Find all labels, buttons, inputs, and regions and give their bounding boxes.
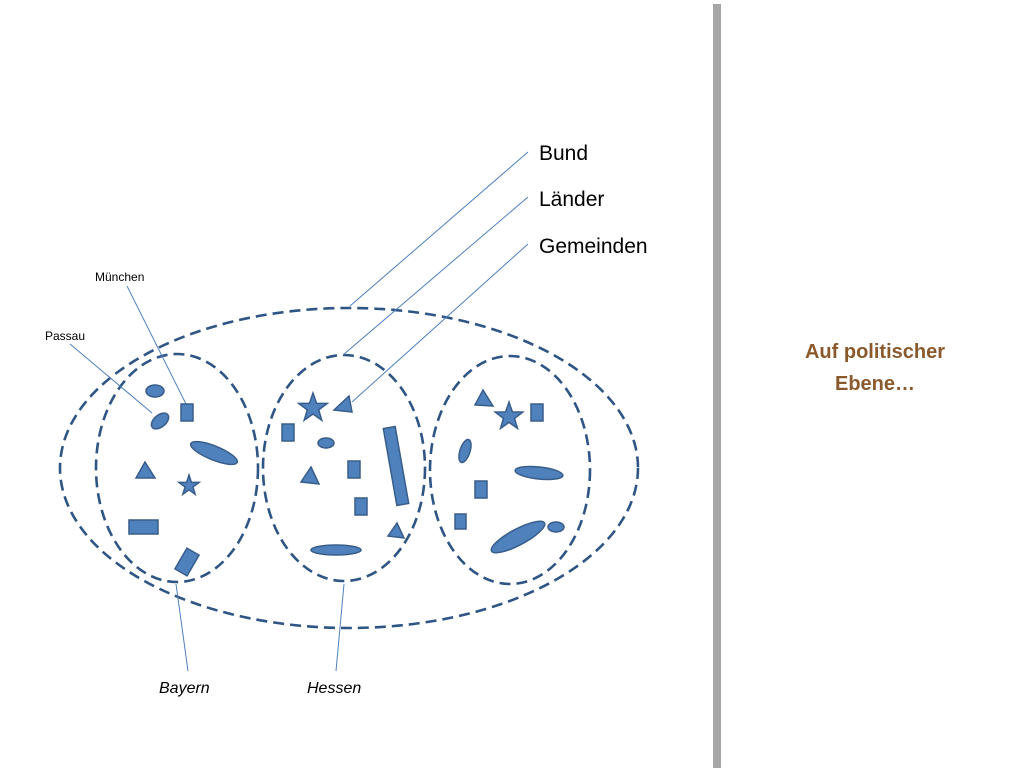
municipality-rect <box>454 513 467 530</box>
caption-line-1: Auf politischer <box>804 341 945 363</box>
municipality-star <box>493 399 525 431</box>
municipality-star <box>296 390 330 423</box>
label-bund: Bund <box>539 142 588 165</box>
municipality-triangle <box>299 465 321 485</box>
municipality-rect <box>173 547 201 577</box>
muenchen-leader-line <box>126 285 187 405</box>
municipality-rect <box>281 423 295 442</box>
municipality-rect <box>382 425 410 507</box>
laender-leader-line <box>342 196 529 356</box>
muenchen-rect <box>180 403 194 422</box>
municipality-ellipse <box>317 437 335 449</box>
municipality-ellipse <box>310 544 362 556</box>
caption-line-2: Ebene… <box>834 373 916 395</box>
municipality-triangle <box>332 394 353 413</box>
municipality-triangle <box>473 388 495 407</box>
hessen-leader-line <box>335 583 345 672</box>
municipality-triangle <box>134 460 157 479</box>
passau-leader-line <box>69 343 153 414</box>
municipality-rect <box>347 460 361 479</box>
municipality-star <box>176 472 202 497</box>
vertical-divider <box>713 4 721 768</box>
municipality-ellipse <box>145 384 165 398</box>
municipality-rect <box>128 519 159 535</box>
municipality-rect <box>530 403 544 422</box>
bayern-leader-line <box>175 583 189 672</box>
bayern-outline <box>94 352 260 584</box>
municipality-rect <box>474 480 488 499</box>
municipality-ellipse <box>189 440 239 466</box>
label-passau: Passau <box>45 329 85 343</box>
passau-ellipse <box>150 412 170 430</box>
municipality-rect <box>354 497 368 516</box>
label-gemeinden: Gemeinden <box>539 235 648 258</box>
label-laender: Länder <box>539 188 604 211</box>
municipality-ellipse <box>547 521 565 533</box>
municipality-triangle <box>386 521 406 539</box>
third-land-outline <box>428 354 592 586</box>
municipality-ellipse <box>458 438 472 464</box>
label-muenchen: München <box>95 270 144 284</box>
municipality-ellipse <box>514 465 564 481</box>
label-hessen: Hessen <box>307 680 361 697</box>
gemeinden-leader-line <box>351 243 529 403</box>
bund-leader-line <box>349 151 529 307</box>
label-bayern: Bayern <box>159 680 210 697</box>
municipality-ellipse <box>490 520 546 554</box>
hessen-outline <box>261 353 427 583</box>
side-caption: Auf politischer Ebene… <box>770 336 980 400</box>
bund-outline <box>58 306 640 630</box>
